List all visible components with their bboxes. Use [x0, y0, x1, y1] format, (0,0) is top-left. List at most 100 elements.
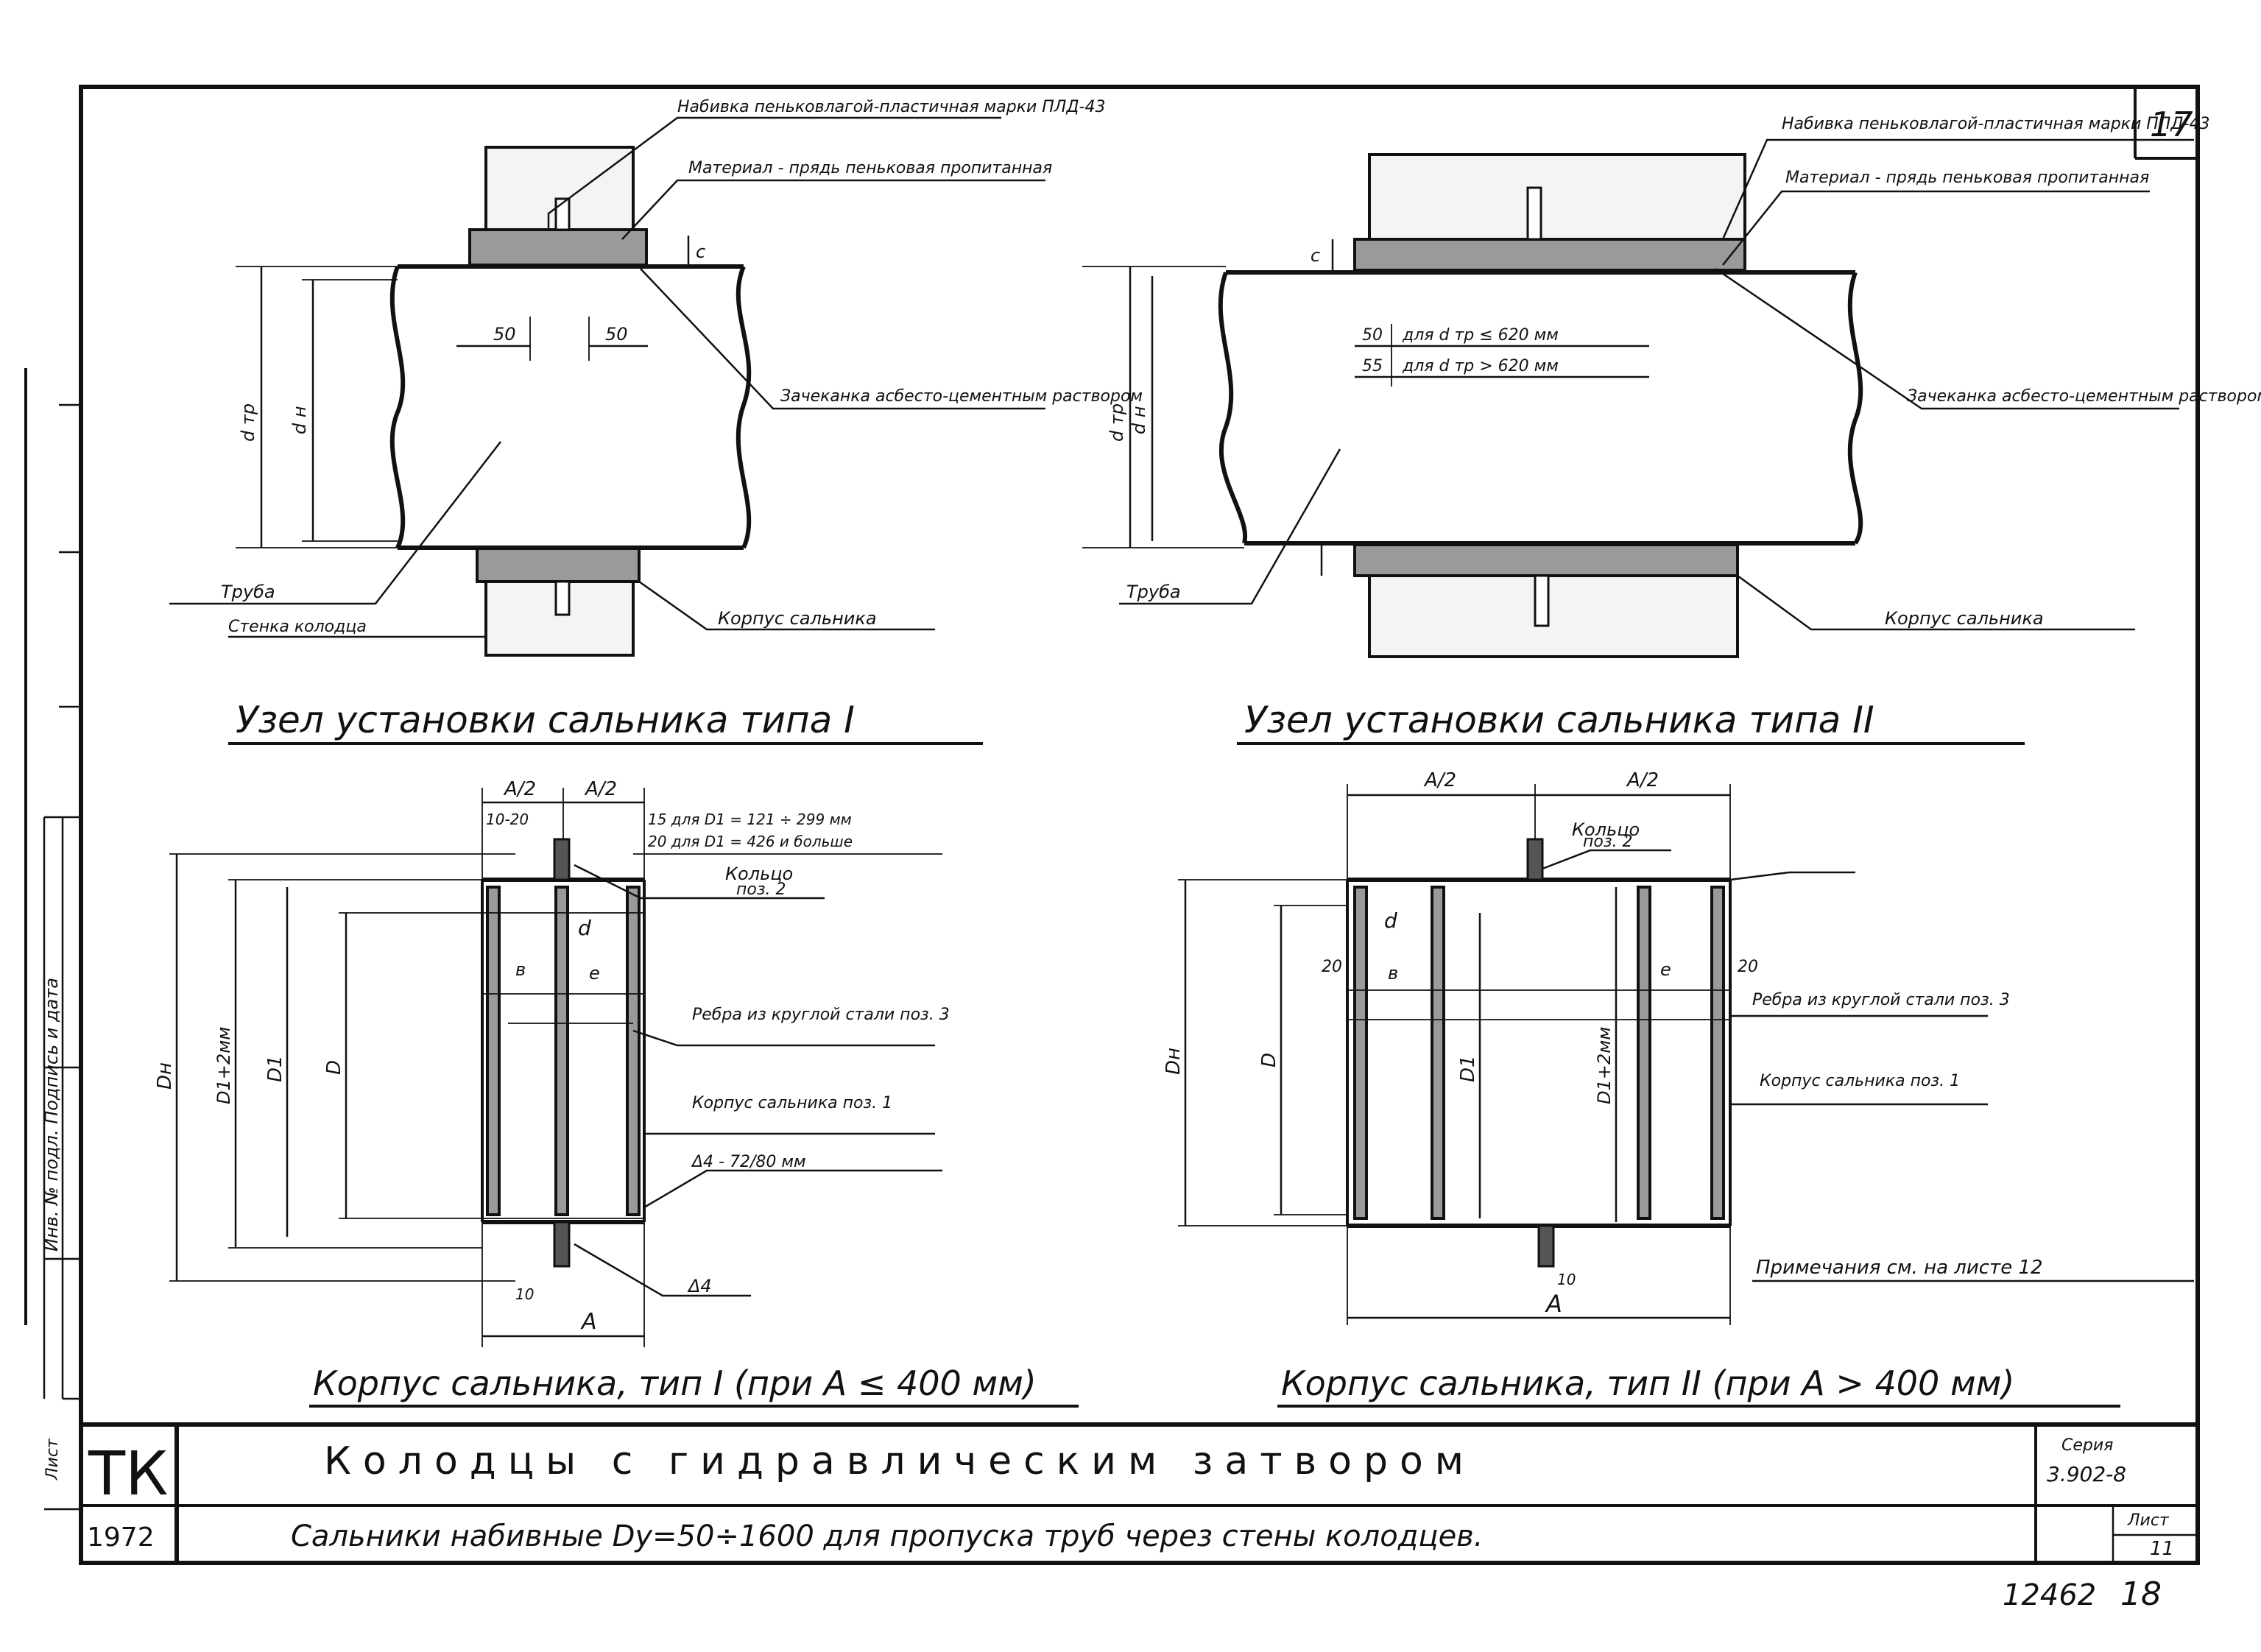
d2-caulking-label: Зачеканка асбесто-цементным раствором [1907, 387, 2261, 406]
detail2-node-type2 [1082, 138, 2194, 745]
title-block [81, 1422, 2198, 1563]
d1-dim-dtr: d тр [238, 403, 258, 442]
d2-caption: Узел установки сальника типа II [1244, 699, 1874, 741]
tb-sheet-label: Лист [2127, 1511, 2170, 1530]
d1-caulking-label: Зачеканка асбесто-цементным раствором [780, 387, 1143, 406]
d2-packing-label: Набивка пеньковлагой-пластичная марки ПП… [1782, 115, 2209, 133]
d1-dim-c: c [696, 241, 705, 262]
d2-dim-50: 50 [1362, 326, 1383, 345]
d3-lbl-d: d [578, 916, 591, 940]
d3-lbl-d1: D1 [264, 1055, 286, 1082]
d4-dim-10: 10 [1557, 1271, 1576, 1288]
tb-year: 1972 [87, 1522, 155, 1553]
d1-dim-50-left: 50 [493, 324, 516, 345]
rib-mid [554, 886, 569, 1216]
wall-lower [1368, 574, 1739, 658]
ring-top [553, 838, 571, 881]
d4-lbl-d1: D1 [1457, 1055, 1479, 1082]
pipe-body [389, 264, 752, 550]
d1-packing-label: Набивка пеньковлагой-пластичная марки ПЛ… [677, 98, 1105, 116]
d2-dim-c: c [1311, 245, 1320, 266]
d3-note-15: 15 для D1 = 121 ÷ 299 мм [648, 811, 852, 828]
margin-left-mark: Лист [43, 1438, 62, 1480]
d4-dim-20-left: 20 [1322, 958, 1342, 976]
d4-lbl-e: е [1660, 959, 1671, 980]
d3-half-a-right: А/2 [584, 778, 617, 800]
tb-series-value: 3.902-8 [2047, 1462, 2126, 1486]
tb-org: ТК [88, 1439, 168, 1509]
d3-dim-10-20: 10-20 [486, 811, 529, 828]
d3-ring-pos: поз. 2 [736, 880, 786, 899]
note-text: Примечания см. на листе 12 [1756, 1257, 2043, 1279]
d3-dim-a: А [580, 1309, 597, 1335]
d4-lbl-d: D [1258, 1053, 1280, 1067]
wall-upper [1368, 153, 1746, 241]
ring-bottom [1537, 1224, 1555, 1268]
d2-note-50: для d тр ≤ 620 мм [1402, 326, 1559, 345]
d1-caption: Узел установки сальника типа I [236, 699, 855, 741]
packing-lower [1353, 543, 1739, 577]
d4-dim-a: А [1545, 1290, 1562, 1318]
d1-wall-label: Стенка колодца [228, 618, 367, 636]
d4-dim-20-right: 20 [1738, 958, 1758, 976]
d3-lbl-e: е [589, 963, 600, 984]
d4-lbl-d: d [1384, 908, 1397, 933]
detail4-body-type2 [1178, 784, 2194, 1408]
pipe-body [1218, 270, 1863, 546]
margin-stamp-text: Инв. № подл. Подпись и дата [41, 978, 62, 1252]
stamp-number: 12462 [2003, 1578, 2096, 1612]
sheet-frame [24, 85, 2200, 1565]
rib-left [486, 886, 501, 1216]
detail3-body-type1 [169, 788, 1079, 1408]
d4-lbl-dn: Dн [1163, 1048, 1185, 1075]
d2-body-label: Корпус сальника [1885, 608, 2044, 629]
d3-caption: Корпус сальника, тип I (при А ≤ 400 мм) [313, 1363, 1037, 1403]
d3-ribs-label: Ребра из круглой стали поз. 3 [692, 1006, 950, 1024]
d3-weld-small: Δ4 [687, 1276, 712, 1296]
rib-1 [1353, 886, 1368, 1220]
d3-half-a-left: А/2 [503, 778, 536, 800]
tb-subtitle: Сальники набивные Dу=50÷1600 для пропуск… [291, 1519, 1483, 1553]
tb-sheet-value: 11 [2150, 1538, 2174, 1560]
d4-ring-label: Кольцо [1572, 819, 1640, 840]
rib-2 [1431, 886, 1445, 1220]
d2-dim-dn: d н [1129, 406, 1149, 434]
d3-lbl-d: D [323, 1060, 345, 1075]
packing-upper [1353, 238, 1746, 272]
d4-ring-pos: поз. 2 [1583, 833, 1633, 851]
d3-dim-10: 10 [515, 1285, 534, 1303]
sheet-number: 17 [2150, 105, 2193, 144]
ring-bottom [553, 1221, 571, 1268]
d3-note-20: 20 для D1 = 426 и больше [648, 833, 853, 850]
rib-4 [1710, 886, 1725, 1220]
d2-dim-dtr: d тр [1107, 403, 1127, 442]
rib-3 [1637, 886, 1651, 1220]
sheet-number-box [2134, 87, 2198, 160]
d3-lbl-d1-2: D1+2мм [214, 1027, 234, 1104]
d4-ribs-label: Ребра из круглой стали поз. 3 [1752, 991, 2010, 1009]
d1-dim-dn: d н [289, 406, 310, 434]
packing-lower [476, 546, 641, 583]
d4-half-a-right: А/2 [1626, 769, 1659, 791]
d3-lbl-dn: Dн [154, 1062, 176, 1090]
d1-dim-50-right: 50 [605, 324, 628, 345]
rib-right [626, 886, 641, 1216]
tb-series-label: Серия [2061, 1436, 2113, 1455]
stamp-page: 18 [2120, 1575, 2162, 1613]
d1-pipe-label: Труба [221, 582, 275, 602]
d4-caption: Корпус сальника, тип II (при А > 400 мм) [1281, 1363, 2014, 1403]
d1-material-label: Материал - прядь пеньковая пропитанная [688, 159, 1052, 177]
d4-lbl-d1-2: D1+2мм [1594, 1027, 1615, 1104]
d4-half-a-left: А/2 [1423, 769, 1456, 791]
d2-note-55: для d тр > 620 мм [1402, 357, 1559, 375]
d2-material-label: Материал - прядь пеньковая пропитанная [1785, 169, 2149, 187]
ring-top [1526, 838, 1544, 881]
d4-lbl-b: в [1388, 963, 1398, 984]
d3-ring-label: Кольцо [725, 864, 793, 884]
d3-weld-note: Δ4 - 72/80 мм [691, 1153, 806, 1171]
detail1-node-type1 [169, 116, 1045, 745]
d2-pipe-label: Труба [1126, 582, 1181, 602]
tb-title: Колодцы с гидравлическим затвором [324, 1439, 1475, 1483]
d2-dim-55: 55 [1362, 357, 1383, 375]
